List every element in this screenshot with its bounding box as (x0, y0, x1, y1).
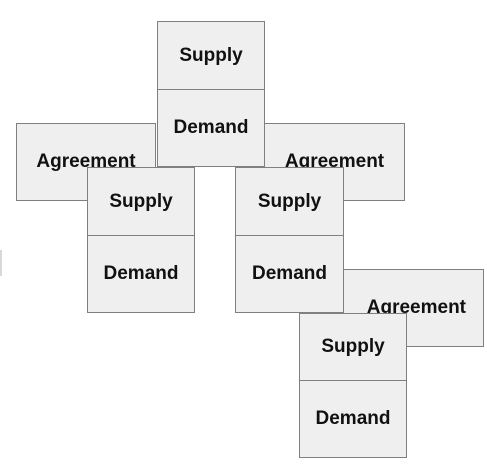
middle-demand-box: Demand (235, 235, 344, 313)
left-supply-box: Supply (87, 167, 195, 236)
bottom-supply-box: Supply (299, 313, 407, 381)
left-demand-box: Demand (87, 235, 195, 313)
middle-supply-box: Supply (235, 167, 344, 236)
edge-artifact (0, 250, 2, 276)
top-supply-box: Supply (157, 21, 265, 90)
bottom-demand-box: Demand (299, 380, 407, 458)
left-agreement-box: Agreement (16, 123, 156, 201)
top-demand-box: Demand (157, 89, 265, 167)
